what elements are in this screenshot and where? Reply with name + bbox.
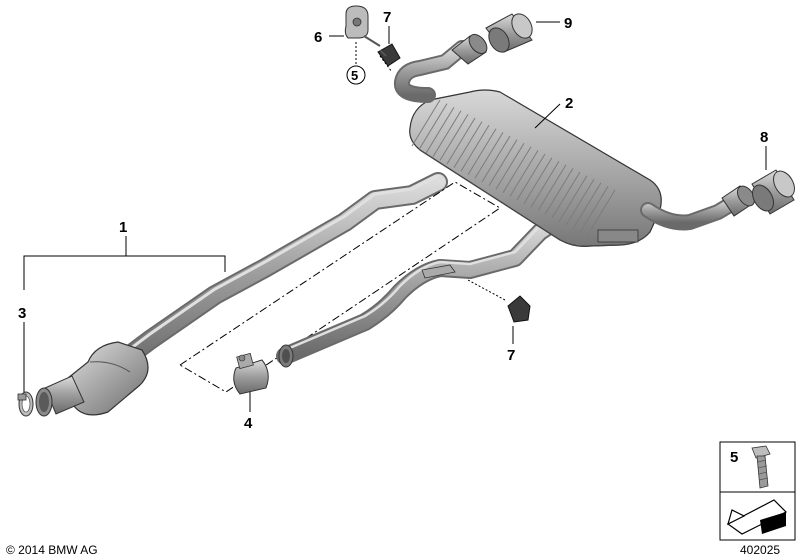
assembly-outline — [179, 181, 501, 393]
rubber-mount-7-bottom — [507, 295, 531, 323]
callout-8: 8 — [760, 129, 768, 146]
callout-4: 4 — [244, 415, 253, 432]
legend-item-number: 5 — [730, 449, 738, 466]
callout-5-circle — [346, 65, 366, 85]
callout-2: 2 — [565, 95, 573, 112]
callout-3: 3 — [18, 305, 26, 322]
bolt-icon — [751, 445, 771, 489]
upper-tail-pipe — [393, 33, 488, 103]
clamp-part-4 — [233, 352, 269, 395]
copyright-text: © 2014 BMW AG — [6, 543, 98, 557]
tailpipe-trim-9 — [485, 13, 533, 53]
callout-9: 9 — [564, 15, 572, 32]
rubber-mount-7-top — [377, 43, 401, 67]
lower-tail-pipe — [640, 185, 756, 231]
callout-5: 5 — [351, 68, 358, 83]
legend-box: 5 — [719, 441, 796, 541]
front-pipe — [100, 172, 448, 380]
rear-muffler — [409, 89, 662, 247]
diagram-id: 402025 — [740, 543, 780, 557]
callout-7-bottom: 7 — [507, 347, 515, 364]
clamp-part-3 — [17, 391, 34, 417]
center-pipe — [276, 213, 564, 368]
callout-1: 1 — [119, 219, 127, 236]
leader-lines — [23, 21, 767, 412]
hanger-bracket-6 — [344, 5, 381, 47]
callout-7-top: 7 — [383, 9, 391, 26]
arrow-symbol-icon — [726, 499, 788, 535]
catalytic-converter — [35, 341, 149, 417]
tailpipe-trim-8 — [751, 169, 795, 215]
callout-6: 6 — [314, 29, 322, 46]
